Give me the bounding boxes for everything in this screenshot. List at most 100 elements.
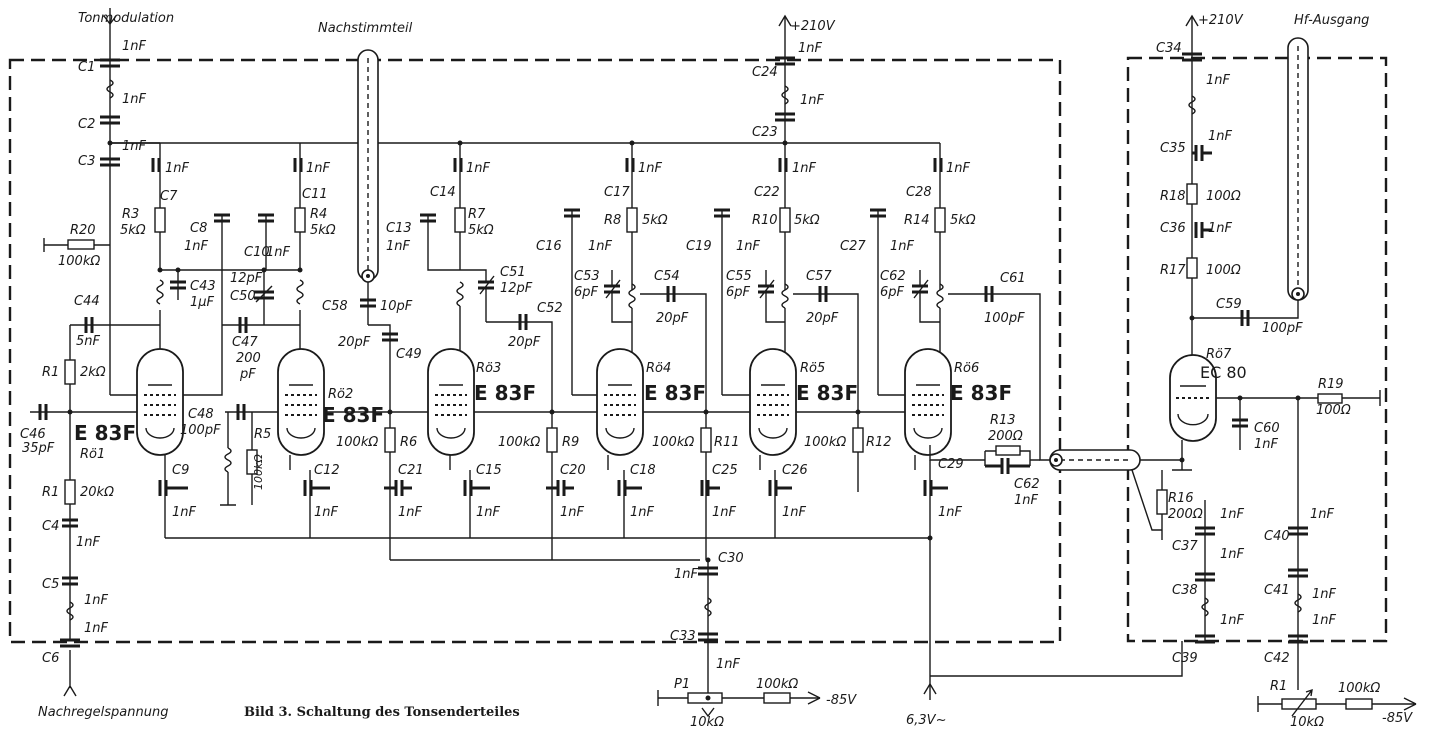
svg-text:R3: R3	[122, 207, 139, 222]
svg-text:C2: C2	[78, 117, 95, 132]
svg-text:2kΩ: 2kΩ	[80, 365, 106, 380]
resistor-r11: 100kΩ R11	[643, 410, 752, 560]
svg-text:Rö1: Rö1	[80, 447, 105, 462]
svg-text:C33: C33	[670, 629, 696, 644]
resistor-r5: R5 100kΩ	[246, 427, 271, 490]
choke-l7	[456, 281, 464, 307]
svg-text:C7: C7	[160, 189, 178, 204]
svg-text:1nF: 1nF	[1208, 221, 1233, 236]
svg-text:C27: C27	[840, 239, 866, 254]
choke-l3	[156, 279, 164, 305]
capacitor-c37: C37 1nF	[1172, 507, 1245, 554]
filament-feed	[929, 538, 1183, 700]
svg-text:5kΩ: 5kΩ	[642, 213, 668, 228]
capacitor-c34: C34 1nF	[1156, 41, 1231, 88]
tonmod-arrow	[103, 8, 117, 26]
svg-text:5kΩ: 5kΩ	[794, 213, 820, 228]
svg-text:C20: C20	[560, 463, 586, 478]
coax-interconnect	[1049, 449, 1141, 471]
choke-l9	[781, 85, 789, 105]
svg-text:1nF: 1nF	[674, 567, 699, 582]
svg-text:1nF: 1nF	[712, 505, 737, 520]
filament-voltage-label: 6,3V~	[906, 713, 946, 728]
capacitor-c30: C30 1nF	[674, 551, 744, 582]
svg-text:E 83F: E 83F	[322, 403, 384, 427]
capacitor-c10: C10 1nF	[244, 213, 291, 270]
resistor-r7: R7 5kΩ	[454, 207, 494, 238]
svg-text:C38: C38	[1172, 583, 1198, 598]
svg-text:1nF: 1nF	[638, 161, 663, 176]
capacitor-c23: C23	[752, 112, 795, 140]
svg-text:1nF: 1nF	[172, 505, 197, 520]
svg-text:1nF: 1nF	[1220, 613, 1245, 628]
resistor-r1-upper: R1 2kΩ	[42, 359, 106, 385]
svg-text:E 83F: E 83F	[74, 421, 136, 445]
svg-text:Rö6: Rö6	[954, 361, 979, 376]
svg-text:C1: C1	[78, 60, 95, 75]
svg-text:1nF: 1nF	[306, 161, 331, 176]
choke-l1	[106, 79, 114, 99]
svg-text:C18: C18	[630, 463, 656, 478]
svg-text:R9: R9	[562, 435, 579, 450]
resistor-r18: R18 100Ω	[1160, 183, 1241, 205]
resistor-r6: 100kΩ R6	[336, 410, 417, 560]
capacitor-c25: C25 1nF	[700, 463, 738, 520]
svg-text:1nF: 1nF	[122, 39, 147, 54]
svg-text:R8: R8	[604, 213, 621, 228]
capacitor-c27: C27 1nF	[840, 208, 915, 395]
capacitor-c47: C47 200 pF	[222, 317, 300, 382]
output-stage-shield	[1126, 56, 1388, 643]
svg-text:100pF: 100pF	[984, 311, 1025, 326]
capacitor-c49: 20pF C49	[338, 332, 422, 362]
capacitor-c9: C9 1nF	[158, 463, 197, 538]
capacitor-c24: 1nF C24	[752, 41, 823, 80]
svg-text:C6: C6	[42, 651, 59, 666]
capacitor-c39: C39 1nF	[1172, 613, 1245, 666]
svg-text:12pF: 12pF	[500, 281, 533, 296]
svg-text:1nF: 1nF	[84, 621, 109, 636]
svg-text:100kΩ: 100kΩ	[58, 254, 100, 269]
svg-text:100kΩ: 100kΩ	[804, 435, 846, 450]
svg-text:1nF: 1nF	[890, 239, 915, 254]
capacitor-c15: C15 1nF	[463, 463, 502, 538]
svg-text:100Ω: 100Ω	[1316, 403, 1351, 418]
svg-text:Rö2: Rö2	[328, 387, 353, 402]
choke-l10	[781, 283, 789, 309]
capacitor-c3: C3 1nF	[78, 139, 147, 169]
supply-minus85-label-right: -85V	[1382, 711, 1413, 726]
svg-text:R19: R19	[1318, 377, 1344, 392]
resistor-r3: R3 5kΩ	[120, 207, 166, 238]
svg-text:C10: C10	[244, 245, 270, 260]
choke-l5	[224, 447, 232, 473]
svg-text:1nF: 1nF	[1208, 129, 1233, 144]
svg-text:1nF: 1nF	[782, 505, 807, 520]
resistor-r8: R8 5kΩ	[604, 207, 668, 233]
svg-text:1nF: 1nF	[798, 41, 823, 56]
svg-text:C36: C36	[1160, 221, 1186, 236]
svg-text:R5: R5	[254, 427, 271, 442]
svg-text:R1: R1	[1270, 679, 1287, 694]
svg-text:C47: C47	[232, 335, 258, 350]
capacitor-c26: C26 1nF	[768, 463, 808, 538]
capacitor-c17: 1nF C17	[604, 158, 663, 200]
svg-text:EC 80: EC 80	[1200, 363, 1247, 382]
capacitor-c40: C40 1nF	[1264, 507, 1335, 544]
svg-text:1nF: 1nF	[792, 161, 817, 176]
svg-text:C4: C4	[42, 519, 59, 534]
capacitor-c36: C36 1nF	[1160, 221, 1233, 238]
resistor-r12: 100kΩ R12	[796, 410, 905, 492]
svg-text:pF: pF	[239, 367, 256, 382]
svg-text:C17: C17	[604, 185, 630, 200]
svg-text:1nF: 1nF	[1312, 587, 1337, 602]
capacitor-c2: C2	[78, 115, 120, 132]
tube-roe1: E 83F Rö1	[74, 348, 184, 470]
svg-text:5kΩ: 5kΩ	[468, 223, 494, 238]
svg-text:1nF: 1nF	[466, 161, 491, 176]
svg-text:C37: C37	[1172, 539, 1198, 554]
svg-text:C54: C54	[654, 269, 680, 284]
svg-text:C3: C3	[78, 154, 95, 169]
resistor-r9: 100kΩ R9	[474, 410, 600, 560]
svg-text:R10: R10	[752, 213, 778, 228]
capacitor-c60: C60 1nF	[1232, 398, 1280, 452]
